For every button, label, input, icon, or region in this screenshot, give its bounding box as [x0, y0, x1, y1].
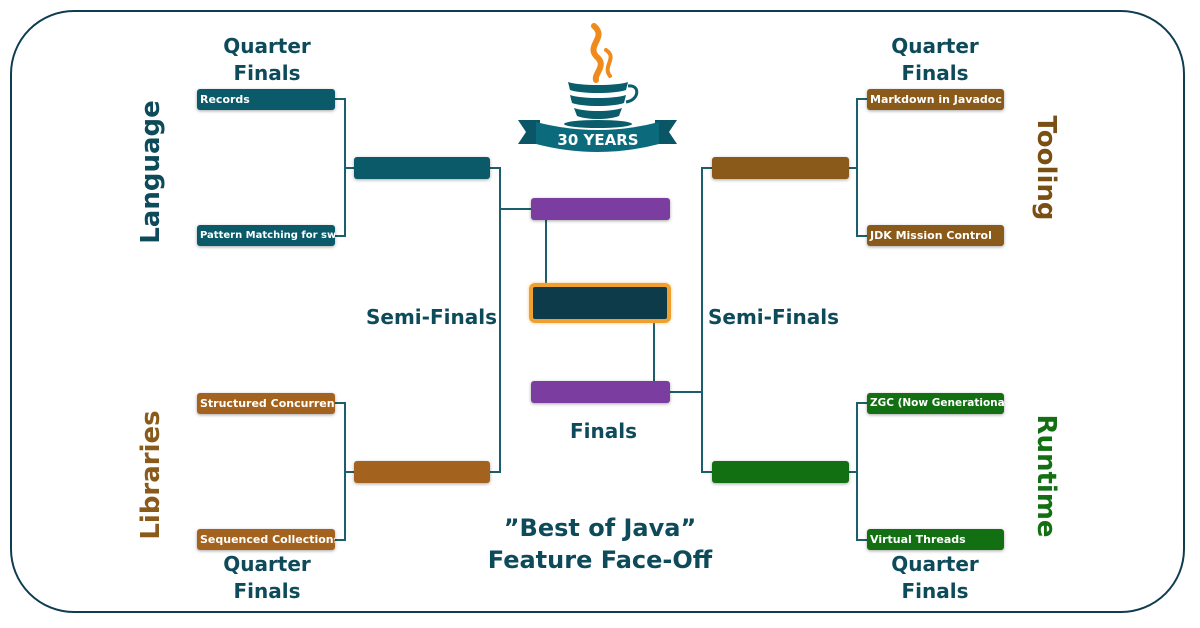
quarter-finals-label-bottom-left: Quarter Finals [197, 551, 337, 605]
category-tooling: Tooling [1031, 115, 1061, 221]
semi-finals-label-left: Semi-Finals [366, 305, 497, 329]
title-line2: Feature Face-Off [487, 546, 713, 574]
logo-badge-text: 30 YEARS [557, 131, 638, 149]
finals-label: Finals [570, 419, 638, 443]
finals-slot-right[interactable] [531, 381, 670, 403]
bracket-frame [10, 10, 1185, 613]
sf-slot-libraries[interactable] [354, 461, 490, 483]
finals-slot-left[interactable] [531, 198, 670, 220]
category-runtime: Runtime [1031, 414, 1061, 538]
sf-slot-tooling[interactable] [712, 157, 849, 179]
qf-slot-records[interactable]: Records [197, 89, 335, 110]
qf-slot-zgc[interactable]: ZGC (Now Generational) [867, 393, 1004, 414]
quarter-finals-label-top-left: Quarter Finals [197, 33, 337, 87]
champion-slot[interactable] [529, 283, 671, 323]
java-30-years-logo: 30 YEARS [510, 20, 685, 164]
title-line1: ”Best of Java” [503, 514, 697, 542]
sf-slot-runtime[interactable] [712, 461, 849, 483]
sf-slot-language[interactable] [354, 157, 490, 179]
quarter-finals-line2: Finals [233, 579, 301, 603]
category-libraries: Libraries [136, 410, 166, 540]
page-title: ”Best of Java” Feature Face-Off [470, 512, 730, 576]
quarter-finals-label-bottom-right: Quarter Finals [865, 551, 1005, 605]
qf-slot-jdk-mission-control[interactable]: JDK Mission Control [867, 225, 1004, 246]
qf-slot-structured-concurrency[interactable]: Structured Concurrency [197, 393, 335, 414]
qf-slot-markdown-javadoc[interactable]: Markdown in Javadoc [867, 89, 1004, 110]
quarter-finals-line1: Quarter [891, 34, 979, 58]
quarter-finals-line1: Quarter [223, 34, 311, 58]
quarter-finals-line1: Quarter [891, 552, 979, 576]
banner-ribbon [518, 120, 677, 152]
quarter-finals-line2: Finals [901, 579, 969, 603]
category-language: Language [136, 100, 166, 244]
coffee-cup-icon [564, 82, 639, 128]
qf-slot-sequenced-collections[interactable]: Sequenced Collections [197, 529, 335, 550]
qf-slot-pattern-matching[interactable]: Pattern Matching for switch [197, 225, 335, 246]
quarter-finals-line2: Finals [901, 61, 969, 85]
quarter-finals-label-top-right: Quarter Finals [865, 33, 1005, 87]
quarter-finals-line1: Quarter [223, 552, 311, 576]
qf-slot-virtual-threads[interactable]: Virtual Threads [867, 529, 1004, 550]
quarter-finals-line2: Finals [233, 61, 301, 85]
steam-icon [590, 23, 613, 83]
semi-finals-label-right: Semi-Finals [708, 305, 839, 329]
